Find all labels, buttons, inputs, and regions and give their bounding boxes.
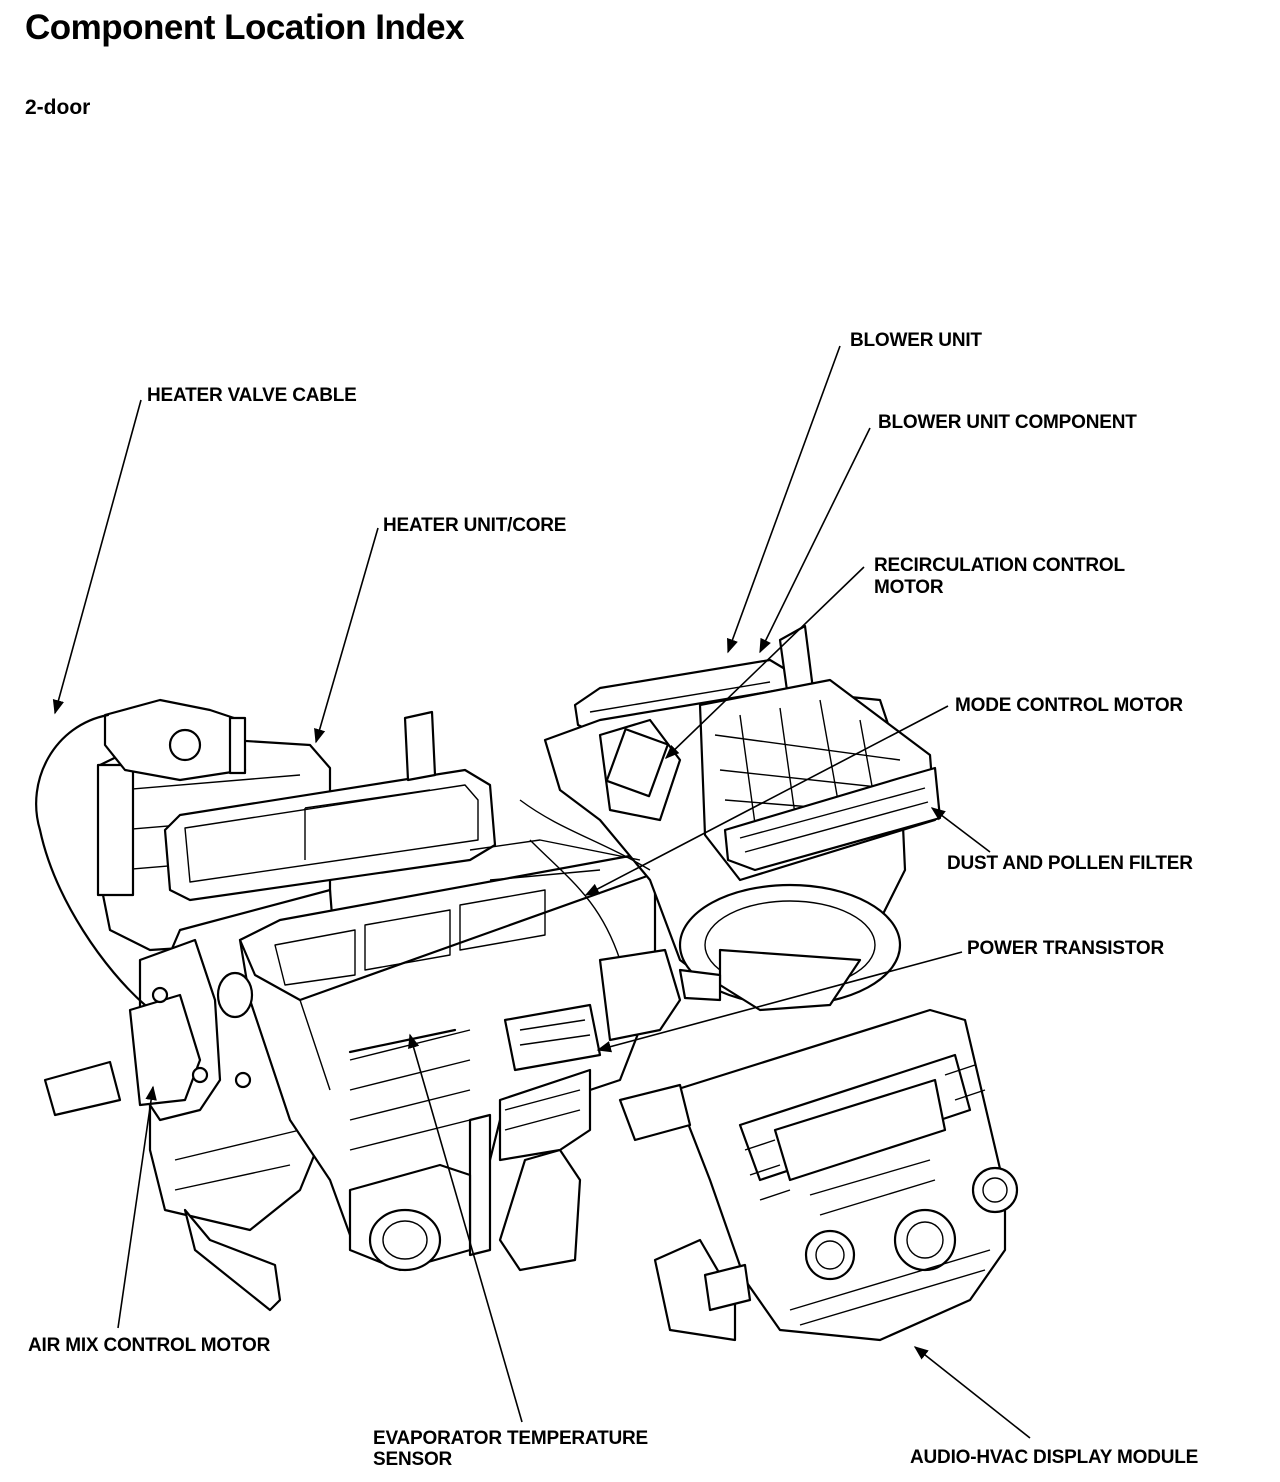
evaporator-housing <box>240 855 655 1270</box>
label-recirculation-control-motor: RECIRCULATION CONTROL MOTOR <box>874 555 1125 598</box>
audio-hvac-module <box>620 1010 1017 1340</box>
label-dust-and-pollen-filter: DUST AND POLLEN FILTER <box>947 853 1193 874</box>
leader-lines <box>52 346 1030 1438</box>
label-heater-unit-core: HEATER UNIT/CORE <box>383 515 567 536</box>
label-heater-valve-cable: HEATER VALVE CABLE <box>147 385 357 406</box>
heater-valve-cable-line <box>36 715 145 1005</box>
page-subtitle: 2-door <box>25 96 91 119</box>
label-power-transistor: POWER TRANSISTOR <box>967 938 1165 959</box>
label-mode-control-motor: MODE CONTROL MOTOR <box>955 695 1183 716</box>
label-air-mix-control-motor: AIR MIX CONTROL MOTOR <box>28 1335 271 1356</box>
evaporator-sensor-wire <box>350 1030 455 1052</box>
label-evaporator-temperature-sensor: EVAPORATOR TEMPERATURE SENSOR <box>373 1428 648 1470</box>
label-audio-hvac-display-module: AUDIO-HVAC DISPLAY MODULE <box>910 1447 1199 1468</box>
heater-valve-bracket <box>105 700 435 780</box>
label-blower-unit-component: BLOWER UNIT COMPONENT <box>878 412 1137 433</box>
page-title: Component Location Index <box>25 8 465 47</box>
center-harness <box>470 800 720 1070</box>
heater-top-duct <box>165 770 495 900</box>
air-mix-motor <box>45 940 252 1120</box>
dust-filter-housing <box>700 680 940 880</box>
label-blower-unit: BLOWER UNIT <box>850 330 982 351</box>
